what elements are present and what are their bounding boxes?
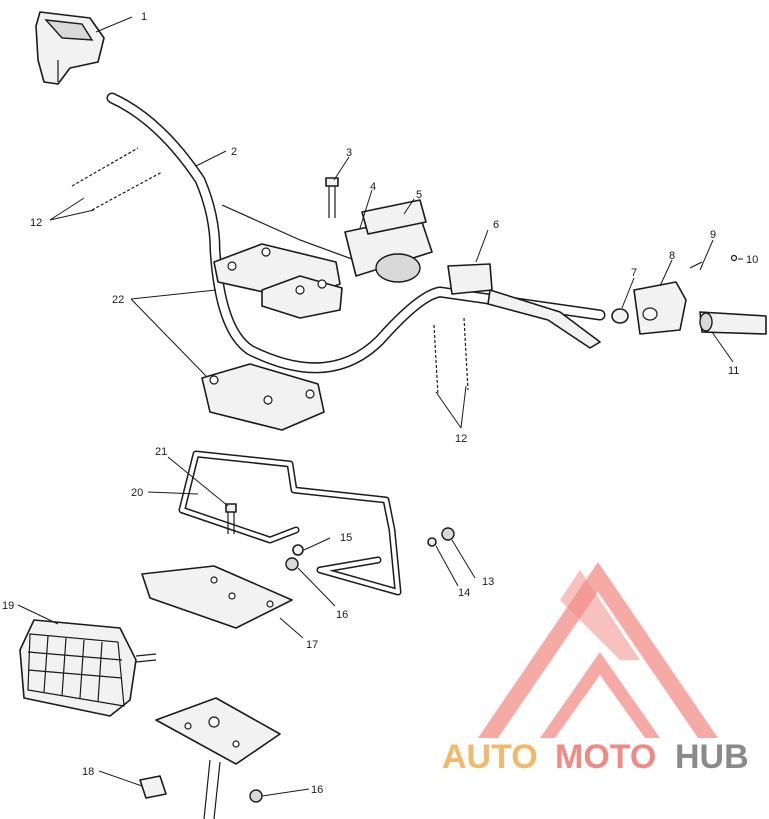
callout-13: 13 [482,576,494,588]
part-handlebar-cover [35,11,105,85]
callout-22: 22 [112,294,124,306]
part-fasteners [249,527,455,803]
part-brake-lever [447,263,601,349]
callout-4: 4 [370,181,376,193]
part-cable-ties-right [433,317,469,396]
watermark-text: AUTO MOTO HUB [442,738,749,776]
part-light-bracket [178,450,402,596]
part-bolt-top [325,177,339,218]
part-throttle-assembly [611,254,767,335]
callout-2: 2 [231,146,237,158]
part-lower-clamp [201,363,325,431]
part-lower-plate [155,697,281,819]
leader-lines [17,16,743,797]
callout-9: 9 [710,229,716,241]
callout-21: 21 [155,446,167,458]
watermark-word-hub: HUB [675,738,749,776]
callout-6: 6 [493,219,499,231]
part-clip [139,775,167,799]
callout-12-left: 12 [30,217,42,229]
callout-17: 17 [306,639,318,651]
watermark-word-auto: AUTO [442,738,538,776]
callout-15: 15 [340,532,352,544]
part-bolt-21 [225,503,237,534]
callout-8: 8 [669,250,675,262]
callout-14: 14 [458,587,470,599]
callout-5: 5 [416,189,422,201]
part-cable-ties-left [71,147,163,211]
callout-10: 10 [746,254,758,266]
callout-1: 1 [141,11,147,23]
watermark-logo [478,562,718,738]
part-pad [344,199,433,283]
part-upper-clamp [213,243,343,319]
callout-19: 19 [2,600,14,612]
part-mount-plate [141,565,293,629]
callout-11: 11 [728,365,739,377]
callout-3: 3 [346,147,352,159]
callout-18: 18 [82,766,94,778]
callout-20: 20 [131,487,143,499]
callout-12-right: 12 [455,433,467,445]
callout-7: 7 [631,267,637,279]
watermark-word-moto: MOTO [555,738,656,776]
callout-labels: 1 2 3 4 5 6 7 8 9 10 11 12 12 13 14 15 1… [2,11,758,796]
callout-16-upper: 16 [336,609,348,621]
part-handlebar [106,92,606,374]
callout-16-lower: 16 [311,784,323,796]
part-headlight [19,619,157,717]
